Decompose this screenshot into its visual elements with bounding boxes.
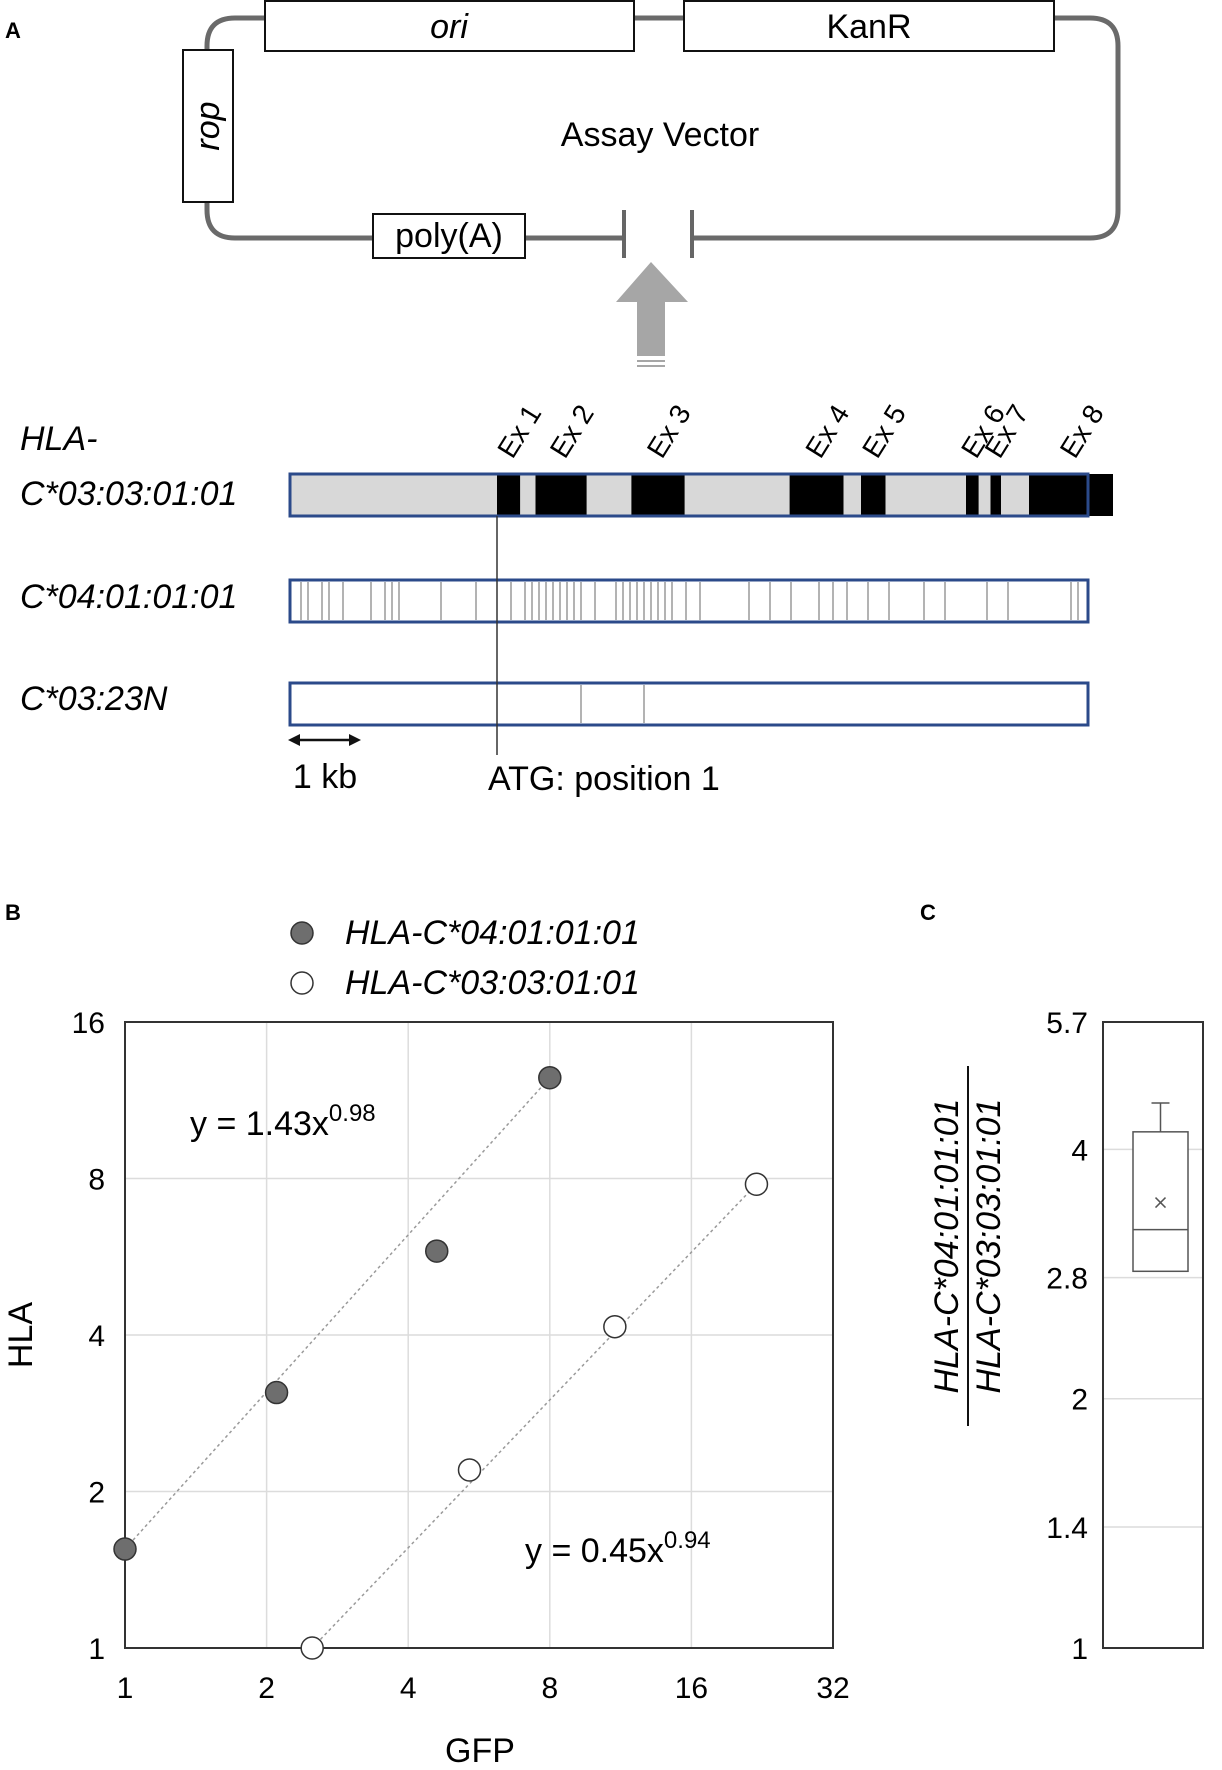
- exon-label-3: Ex 3: [641, 399, 697, 463]
- panel-label-c: C: [920, 900, 936, 925]
- cloning-site-gap: [626, 225, 691, 255]
- scale-bar-label: 1 kb: [293, 758, 357, 796]
- insertion-arrow: [616, 262, 688, 367]
- exon-label-8: Ex 8: [1054, 399, 1110, 463]
- polya-label: poly(A): [395, 217, 503, 255]
- allele-3-outline: [288, 681, 1090, 727]
- scale-bar: 1 kb: [288, 734, 361, 796]
- x-tick-label: 16: [675, 1672, 708, 1705]
- fit-equation-04-base: y = 1.43x: [190, 1105, 329, 1143]
- y-tick-label: 8: [88, 1164, 105, 1197]
- vector-title: Assay Vector: [561, 116, 759, 154]
- y-tick-label: 1: [88, 1633, 105, 1666]
- fit-line-1: [124, 1077, 551, 1550]
- fit-equation-03-base: y = 0.45x: [525, 1532, 664, 1570]
- legend-label-03: HLA-C*03:03:01:01: [345, 964, 640, 1002]
- rop-label: rop: [189, 101, 227, 150]
- panel-label-b: B: [5, 900, 21, 925]
- hla-prefix: HLA-: [20, 420, 97, 458]
- exon-label-5: Ex 5: [856, 399, 912, 463]
- legend: HLA-C*04:01:01:01 HLA-C*03:03:01:01: [290, 914, 640, 1002]
- box-y-tick-label: 4: [1071, 1134, 1088, 1167]
- exon-1: [497, 474, 521, 516]
- x-tick-label: 2: [258, 1672, 275, 1705]
- point-c04: [113, 1537, 137, 1561]
- point-c03: [603, 1314, 627, 1339]
- box-y-label-numerator: HLA-C*04:01:01:01: [928, 1099, 966, 1394]
- fit-line-2: [311, 1183, 757, 1649]
- exon-5: [861, 474, 886, 516]
- fit-equation-03: y = 0.45x0.94: [525, 1527, 711, 1570]
- scatter-y-axis-label: HLA: [2, 1302, 40, 1368]
- exon-7: [990, 474, 1001, 516]
- x-tick-label: 1: [117, 1672, 134, 1705]
- exon-label-1: Ex 1: [491, 399, 547, 463]
- exon-3: [631, 474, 685, 516]
- exon-4: [789, 474, 844, 516]
- allele-name-3: C*03:23N: [20, 680, 168, 718]
- box-y-tick-label: 1: [1071, 1633, 1088, 1666]
- y-tick-label: 4: [88, 1320, 105, 1353]
- allele-2-fill: [290, 580, 1088, 622]
- vector-backbone: [204, 15, 1121, 241]
- legend-label-04: HLA-C*04:01:01:01: [345, 914, 640, 952]
- y-tick-label: 16: [72, 1007, 105, 1040]
- box-y-axis-label: HLA-C*04:01:01:01 HLA-C*03:03:01:01: [928, 1066, 1008, 1426]
- x-tick-label: 4: [400, 1672, 417, 1705]
- assay-vector: ori KanR rop poly(A) Assay Vector: [182, 0, 1121, 259]
- allele-3-fill: [290, 683, 1088, 725]
- scatter-x-axis-label: GFP: [445, 1732, 515, 1770]
- exon-label-2: Ex 2: [544, 399, 600, 463]
- box-y-tick-label: 5.7: [1046, 1007, 1088, 1040]
- scatter-plot: 1 2 4 8 16 32 1 2 4 8 16: [72, 1007, 850, 1705]
- exon-8: [1029, 474, 1113, 516]
- point-c03: [300, 1636, 324, 1660]
- box-y-tick-label: 1.4: [1046, 1512, 1088, 1545]
- fit-equation-03-exponent: 0.94: [664, 1527, 711, 1554]
- point-c03: [744, 1172, 769, 1196]
- ori-box: [264, 0, 635, 52]
- fit-equation-04: y = 1.43x0.98: [190, 1100, 376, 1143]
- point-c04: [264, 1380, 289, 1405]
- exon-label-4: Ex 4: [799, 399, 855, 463]
- allele-1-intron-fill: [290, 474, 1088, 516]
- exon-2: [535, 474, 587, 516]
- box-y-label-denominator: HLA-C*03:03:01:01: [970, 1099, 1008, 1394]
- kanr-label: KanR: [826, 8, 911, 46]
- scatter-plot-frame: [124, 1021, 834, 1649]
- box-plot: 5.7 4 2.8 2 1.4 1: [1046, 1007, 1204, 1666]
- fit-equation-04-exponent: 0.98: [329, 1100, 376, 1127]
- legend-marker-04: [290, 921, 314, 945]
- point-c03: [457, 1458, 482, 1482]
- allele-name-1: C*03:03:01:01: [20, 475, 237, 513]
- allele-1-outline: [288, 472, 1090, 518]
- kanr-box: [683, 0, 1055, 52]
- panel-label-a: A: [5, 18, 21, 43]
- atg-label: ATG: position 1: [488, 760, 720, 798]
- box-y-tick-label: 2.8: [1046, 1263, 1088, 1296]
- allele-2-outline: [288, 578, 1090, 624]
- y-tick-label: 2: [88, 1477, 105, 1510]
- point-c04: [425, 1239, 449, 1263]
- allele-name-2: C*04:01:01:01: [20, 578, 237, 616]
- legend-marker-03: [290, 971, 314, 995]
- box-y-tick-label: 2: [1071, 1384, 1088, 1417]
- box-plot-frame: [1102, 1021, 1204, 1649]
- x-tick-label: 8: [541, 1672, 558, 1705]
- box-mean-marker: [1154, 1197, 1167, 1209]
- point-c04: [538, 1065, 562, 1090]
- x-tick-label: 32: [816, 1672, 849, 1705]
- rop-box: [182, 49, 234, 203]
- polya-box: [372, 213, 526, 259]
- exon-6: [966, 474, 979, 516]
- ori-label: ori: [430, 8, 469, 46]
